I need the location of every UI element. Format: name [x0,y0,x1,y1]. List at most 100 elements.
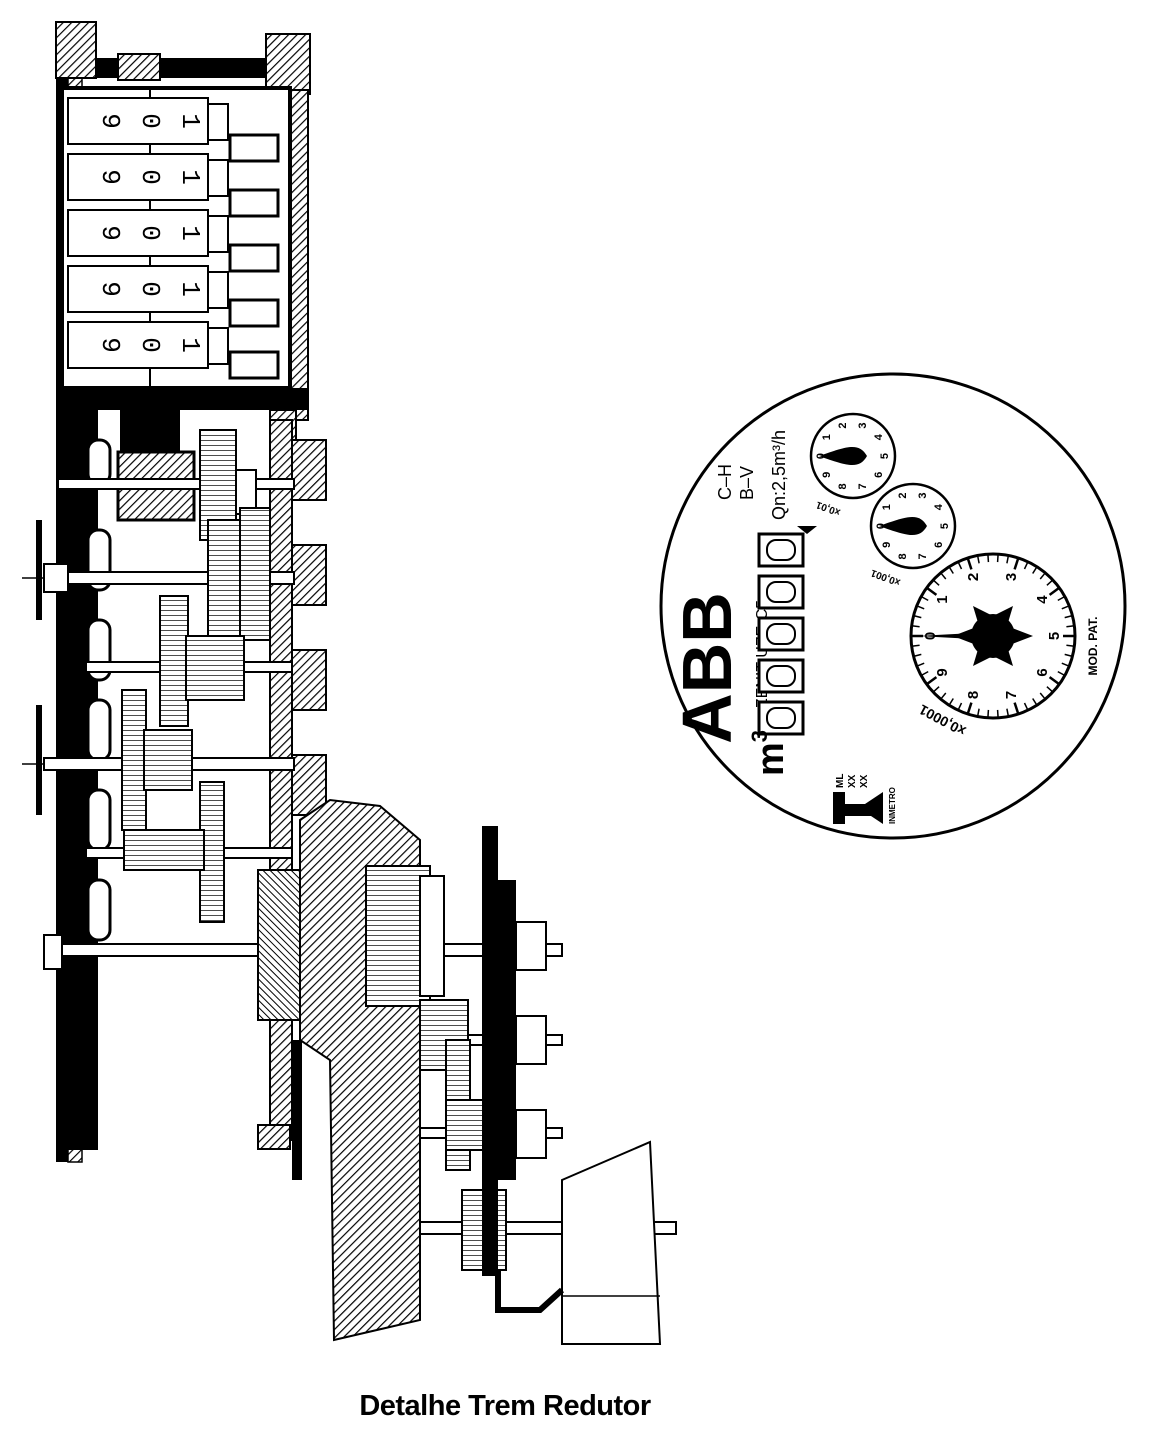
dial-tick [913,653,922,658]
dial-tick [925,586,938,596]
drum-digit: 9 [95,113,125,129]
dial-tick [966,702,973,715]
dial-number: 3 [917,493,929,499]
dial-tick [976,708,980,717]
inmetro-approval-mark: ML XX XX INMETRO [833,774,897,824]
dial-tick [1061,605,1070,610]
dial-tick [1048,586,1061,596]
counter-drum: 9 0 1 [67,97,280,163]
dial-tick [1061,662,1070,667]
dial-number: 8 [837,483,849,489]
dial-tick [1039,572,1046,580]
dial-tick [987,709,990,718]
svg-text:XX: XX [847,774,858,788]
dial-number: 6 [1034,668,1051,676]
dial-tick [1064,653,1073,658]
patent-label: MOD. PAT. [1086,617,1100,676]
dial-number: 1 [821,434,833,440]
counter-windows [757,526,817,736]
drum-digit: 9 [95,169,125,185]
reduction-housing [257,798,662,1345]
counter-drum: 9 0 1 [67,265,280,328]
dial-tick [940,692,947,700]
dial-tick [996,554,999,563]
dial-number: 7 [857,483,869,489]
dial-tick [1066,624,1075,628]
dial-tick [966,557,973,570]
dial-number: 6 [933,542,945,548]
spec-line: C–H [715,464,735,500]
dial-number: 3 [857,423,869,429]
drum-digit: 1 [175,113,205,129]
unit-label: m [750,742,792,776]
dial-tick [920,595,929,602]
dial-number: 2 [837,423,849,429]
dial-number: 9 [934,668,951,676]
dial-tick [1046,579,1054,586]
dial-pointer-icon [879,517,927,535]
dial-number: 7 [1003,691,1020,699]
dial-number: 8 [897,553,909,559]
dial-number: 2 [897,493,909,499]
dial-tick [920,670,929,677]
drum-digit: 0 [135,281,165,297]
mechanism-section: 9 0 1 9 0 1 9 0 1 [22,21,677,1345]
dial-tick [932,686,940,693]
dial-tick [957,561,963,570]
dial-tick [976,555,980,564]
small-dial: 0 1 2 3 4 5 6 7 8 9 x0,001 [869,482,957,588]
dial-number: 9 [881,542,893,548]
dial-number: 9 [821,472,833,478]
dial-tick [1032,698,1038,706]
dial-tick [1013,702,1020,715]
drum-digit: 1 [175,225,205,241]
dial-number: 4 [933,503,945,510]
dial-tick [913,614,922,619]
dial-tick [1066,644,1075,648]
dial-number: 1 [881,504,893,510]
small-dial: 0 1 2 3 4 5 6 7 8 9 x0,01 [809,412,897,518]
dial-tick [925,676,938,686]
dial-number: 4 [1034,595,1051,604]
dial-number: 2 [965,573,982,581]
spec-line: B–V [737,466,757,500]
drum-digit: 1 [175,281,205,297]
counter-drums: 9 0 1 9 0 1 9 0 1 [67,97,280,380]
dial-tick [932,579,940,586]
dial-tick [948,566,954,574]
drum-digit: 9 [95,281,125,297]
drum-digit: 0 [135,337,165,353]
svg-text:INMETRO: INMETRO [888,787,897,824]
unit-exponent: 3 [747,730,772,742]
svg-text:XX: XX [859,774,870,788]
drum-digit: 9 [95,337,125,353]
counter-drum: 9 0 1 [67,153,280,218]
dial-tick [1064,614,1073,619]
dial-tick [1039,692,1046,700]
svg-text:m3: m3 [747,730,792,776]
gears [121,429,271,923]
dial-tick [916,662,925,667]
dial-tick [1006,555,1010,564]
dial-pointer-icon [819,447,867,465]
drum-digit: 9 [95,225,125,241]
brand-logo: ABB [668,592,746,744]
figure-caption: Detalhe Trem Redutor [359,1390,651,1422]
dial-number: 4 [873,433,885,440]
dial-tick [1023,561,1029,570]
drum-digit: 0 [135,169,165,185]
dial-tick [911,624,920,628]
dial-tick [1046,686,1054,693]
dial-tick [911,644,920,648]
dial-number: 1 [934,595,951,603]
drum-digit: 1 [175,337,205,353]
dial-tick [1023,702,1029,711]
dial-number: 5 [939,523,951,529]
dial-tick [1057,670,1066,677]
counter-drum: 9 0 1 [67,209,280,273]
dial-number: 8 [965,691,982,699]
dial-number: 3 [1003,573,1020,581]
dial-tick [1032,566,1038,574]
dial-tick [996,709,999,718]
